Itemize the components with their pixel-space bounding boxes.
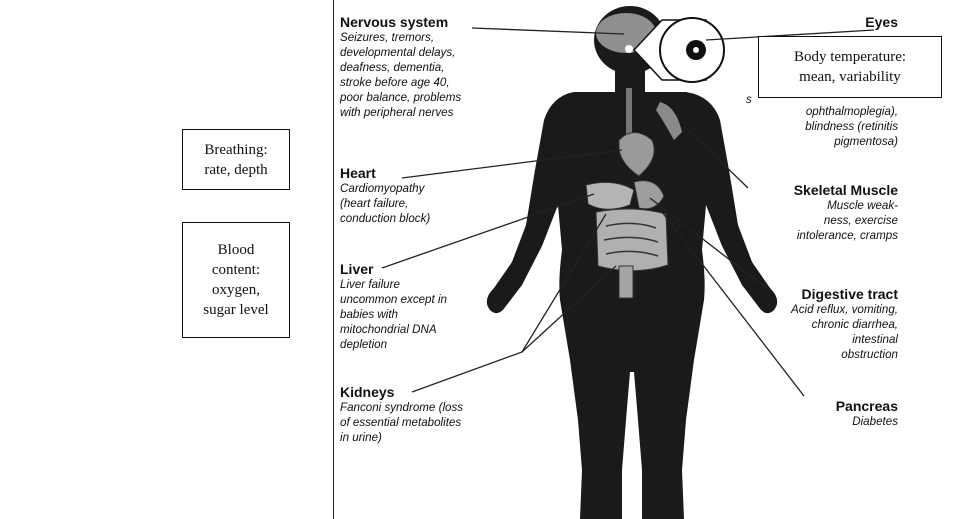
breathing-note: Breathing: rate, depth — [182, 129, 290, 190]
kidneys-label: Kidneys Fanconi syndrome (loss of essent… — [340, 384, 540, 445]
heart-label: Heart Cardiomyopathy (heart failure, con… — [340, 165, 510, 226]
digestive-tract-desc: Acid reflux, vomiting, chronic diarrhea,… — [728, 302, 898, 362]
eyes-desc-main: blindness (retinitis pigmentosa) — [728, 119, 898, 149]
eyes-desc: ophthalmoplegia), blindness (retinitis p… — [728, 104, 898, 149]
skeletal-muscle-label: Skeletal Muscle Muscle weak- ness, exerc… — [728, 182, 898, 243]
digestive-tract-title: Digestive tract — [728, 286, 898, 302]
digestive-tract-label: Digestive tract Acid reflux, vomiting, c… — [728, 286, 898, 362]
nervous-system-title: Nervous system — [340, 14, 550, 30]
skeletal-muscle-title: Skeletal Muscle — [728, 182, 898, 198]
kidneys-desc: Fanconi syndrome (loss of essential meta… — [340, 400, 540, 445]
liver-desc: Liver failure uncommon except in babies … — [340, 277, 510, 352]
pancreas-label: Pancreas Diabetes — [728, 398, 898, 429]
pancreas-desc: Diabetes — [728, 414, 898, 429]
liver-label: Liver Liver failure uncommon except in b… — [340, 261, 510, 352]
heart-title: Heart — [340, 165, 510, 181]
blood-content-note: Blood content: oxygen, sugar level — [182, 222, 290, 338]
eyes-label: Eyes — [738, 14, 898, 30]
liver-title: Liver — [340, 261, 510, 277]
body-temperature-note: Body temperature: mean, variability — [758, 36, 942, 98]
eyes-title: Eyes — [738, 14, 898, 30]
nervous-system-desc: Seizures, tremors, developmental delays,… — [340, 30, 550, 120]
skeletal-muscle-desc: Muscle weak- ness, exercise intolerance,… — [728, 198, 898, 243]
heart-desc: Cardiomyopathy (heart failure, conductio… — [340, 181, 510, 226]
pancreas-title: Pancreas — [728, 398, 898, 414]
eyes-desc-partial: ophthalmoplegia), — [728, 104, 898, 119]
nervous-system-label: Nervous system Seizures, tremors, develo… — [340, 14, 550, 120]
kidneys-title: Kidneys — [340, 384, 540, 400]
